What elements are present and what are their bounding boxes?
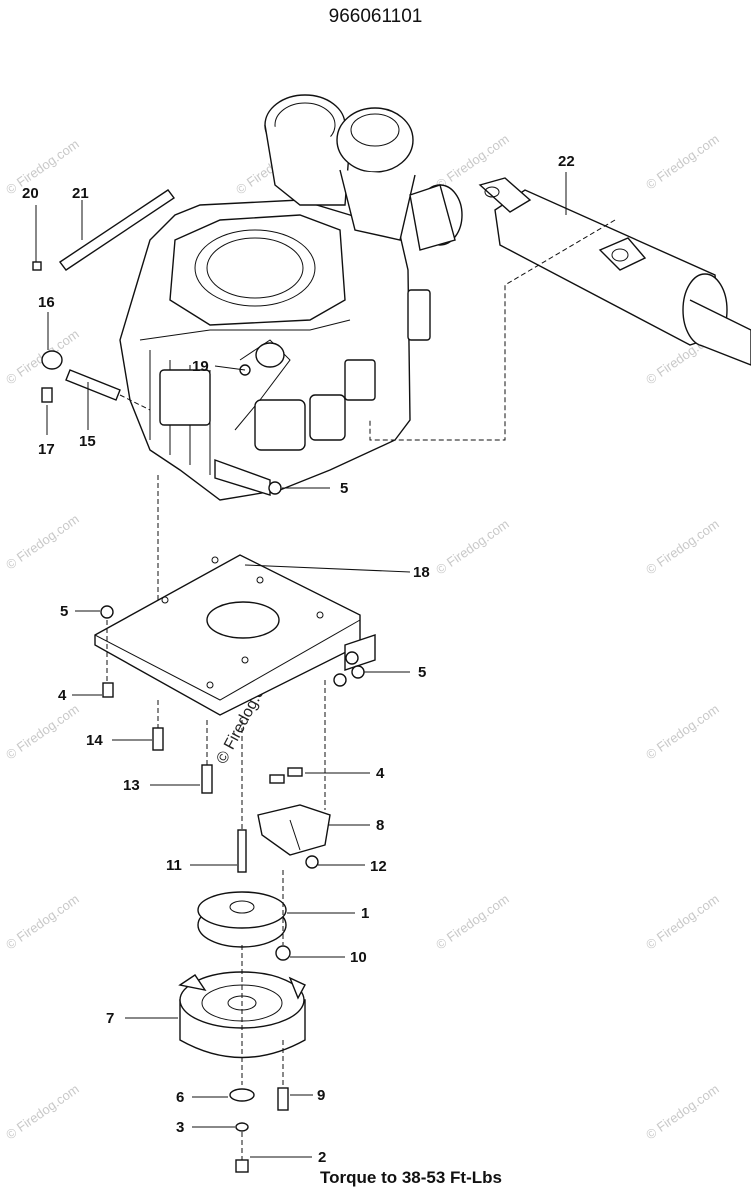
callout-16: 16 [38, 294, 55, 311]
key-11 [237, 829, 247, 873]
bolt-4-left [102, 682, 114, 698]
watermark: © Firedog.com [3, 701, 82, 762]
callout-leaders [35, 172, 567, 1158]
callout-10: 10 [350, 949, 367, 966]
bolt-9 [277, 1087, 289, 1111]
callout-5-right: 5 [418, 664, 426, 681]
watermark: © Firedog.com [433, 516, 512, 577]
elbow-16 [41, 350, 63, 370]
tube-leader [119, 394, 151, 411]
watermark: © Firedog.com [643, 1081, 722, 1142]
callout-15: 15 [79, 433, 96, 450]
nut-12 [305, 855, 319, 869]
callout-4-right: 4 [376, 765, 385, 782]
washer-6 [229, 1088, 255, 1102]
callout-18: 18 [413, 564, 430, 581]
watermark: © Firedog.com [433, 891, 512, 952]
callout-14: 14 [86, 732, 103, 749]
callout-21: 21 [72, 185, 89, 202]
watermark: © Firedog.com [643, 131, 722, 192]
callout-8: 8 [376, 817, 384, 834]
nut-5-left [100, 605, 114, 619]
nut-5-engine [268, 481, 282, 495]
callout-12: 12 [370, 858, 387, 875]
bolt-20 [32, 261, 42, 271]
callout-9: 9 [317, 1087, 325, 1104]
part-number-title: 966061101 [328, 6, 423, 27]
callout-4-left: 4 [58, 687, 67, 704]
callout-labels: 20 21 22 16 19 17 15 5 18 5 5 4 14 13 4 … [22, 153, 575, 1166]
engine-assembly [119, 94, 463, 501]
callout-11: 11 [166, 857, 182, 874]
washer-3 [235, 1122, 249, 1132]
watermark: © Firedog.com [643, 891, 722, 952]
watermark: © Firedog.com [3, 1081, 82, 1142]
callout-13: 13 [123, 777, 140, 794]
bolt-2 [235, 1159, 249, 1173]
callout-19: 19 [192, 358, 209, 375]
watermark: © Firedog.com [3, 511, 82, 572]
callout-7: 7 [106, 1010, 114, 1027]
nut-10 [275, 945, 291, 961]
nuts-5-right [333, 651, 365, 687]
callout-20: 20 [22, 185, 39, 202]
bolt-14 [152, 727, 164, 751]
bolts-4-bracket [269, 767, 303, 784]
rod-21 [58, 189, 176, 271]
mounting-plate [94, 554, 376, 716]
callout-22: 22 [558, 153, 575, 170]
muffler-leader [369, 219, 616, 441]
pulley [197, 891, 287, 948]
watermark: © Firedog.com [643, 516, 722, 577]
bolt-13 [201, 764, 213, 794]
muffler [478, 177, 751, 366]
tube-15 [65, 369, 121, 401]
fitting-17 [41, 387, 53, 403]
callout-17: 17 [38, 441, 55, 458]
torque-note: Torque to 38-53 Ft-Lbs [320, 1168, 502, 1187]
callout-1: 1 [361, 905, 369, 922]
watermark: © Firedog.com [3, 891, 82, 952]
callout-3: 3 [176, 1119, 184, 1136]
callout-2: 2 [318, 1149, 326, 1166]
callout-5-engine: 5 [340, 480, 348, 497]
watermark: © Firedog.com [3, 136, 82, 197]
callout-6: 6 [176, 1089, 184, 1106]
bracket [257, 804, 331, 856]
callout-5-left: 5 [60, 603, 68, 620]
watermark: © Firedog.com [643, 701, 722, 762]
